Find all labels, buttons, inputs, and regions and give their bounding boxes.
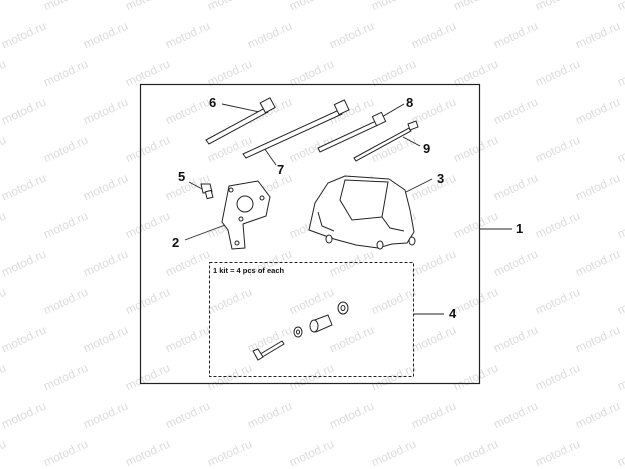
hardware-spacer	[309, 314, 333, 333]
cable-tie-7	[242, 99, 350, 159]
cable-tie-9	[353, 120, 419, 162]
callout-5: 5	[178, 169, 186, 184]
kit-frame	[139, 83, 481, 385]
callout-2: 2	[172, 235, 180, 250]
kit-quantity-note: 1 kit = 4 pcs of each	[213, 266, 285, 275]
callout-7: 7	[277, 162, 285, 177]
leader-line-2	[184, 224, 226, 241]
screw-5	[200, 183, 214, 200]
callout-4: 4	[449, 306, 457, 321]
cable-tie-8	[317, 111, 387, 153]
hardware-nut	[337, 301, 349, 315]
leader-line-9	[402, 136, 421, 147]
cable-tie-6	[205, 97, 276, 145]
leader-line-8	[379, 103, 405, 119]
callout-1: 1	[516, 221, 524, 236]
hardware-washer	[293, 326, 303, 338]
leader-line-6	[221, 103, 265, 114]
hardware-bolt	[252, 340, 285, 361]
callout-3: 3	[437, 171, 445, 186]
callout-6: 6	[209, 95, 217, 110]
bracket-housing-3	[308, 175, 416, 250]
callout-9: 9	[423, 141, 431, 156]
hardware-subkit-box	[209, 262, 414, 377]
callout-8: 8	[406, 95, 414, 110]
mounting-bracket-2	[221, 180, 271, 250]
leader-line-5	[188, 181, 205, 191]
